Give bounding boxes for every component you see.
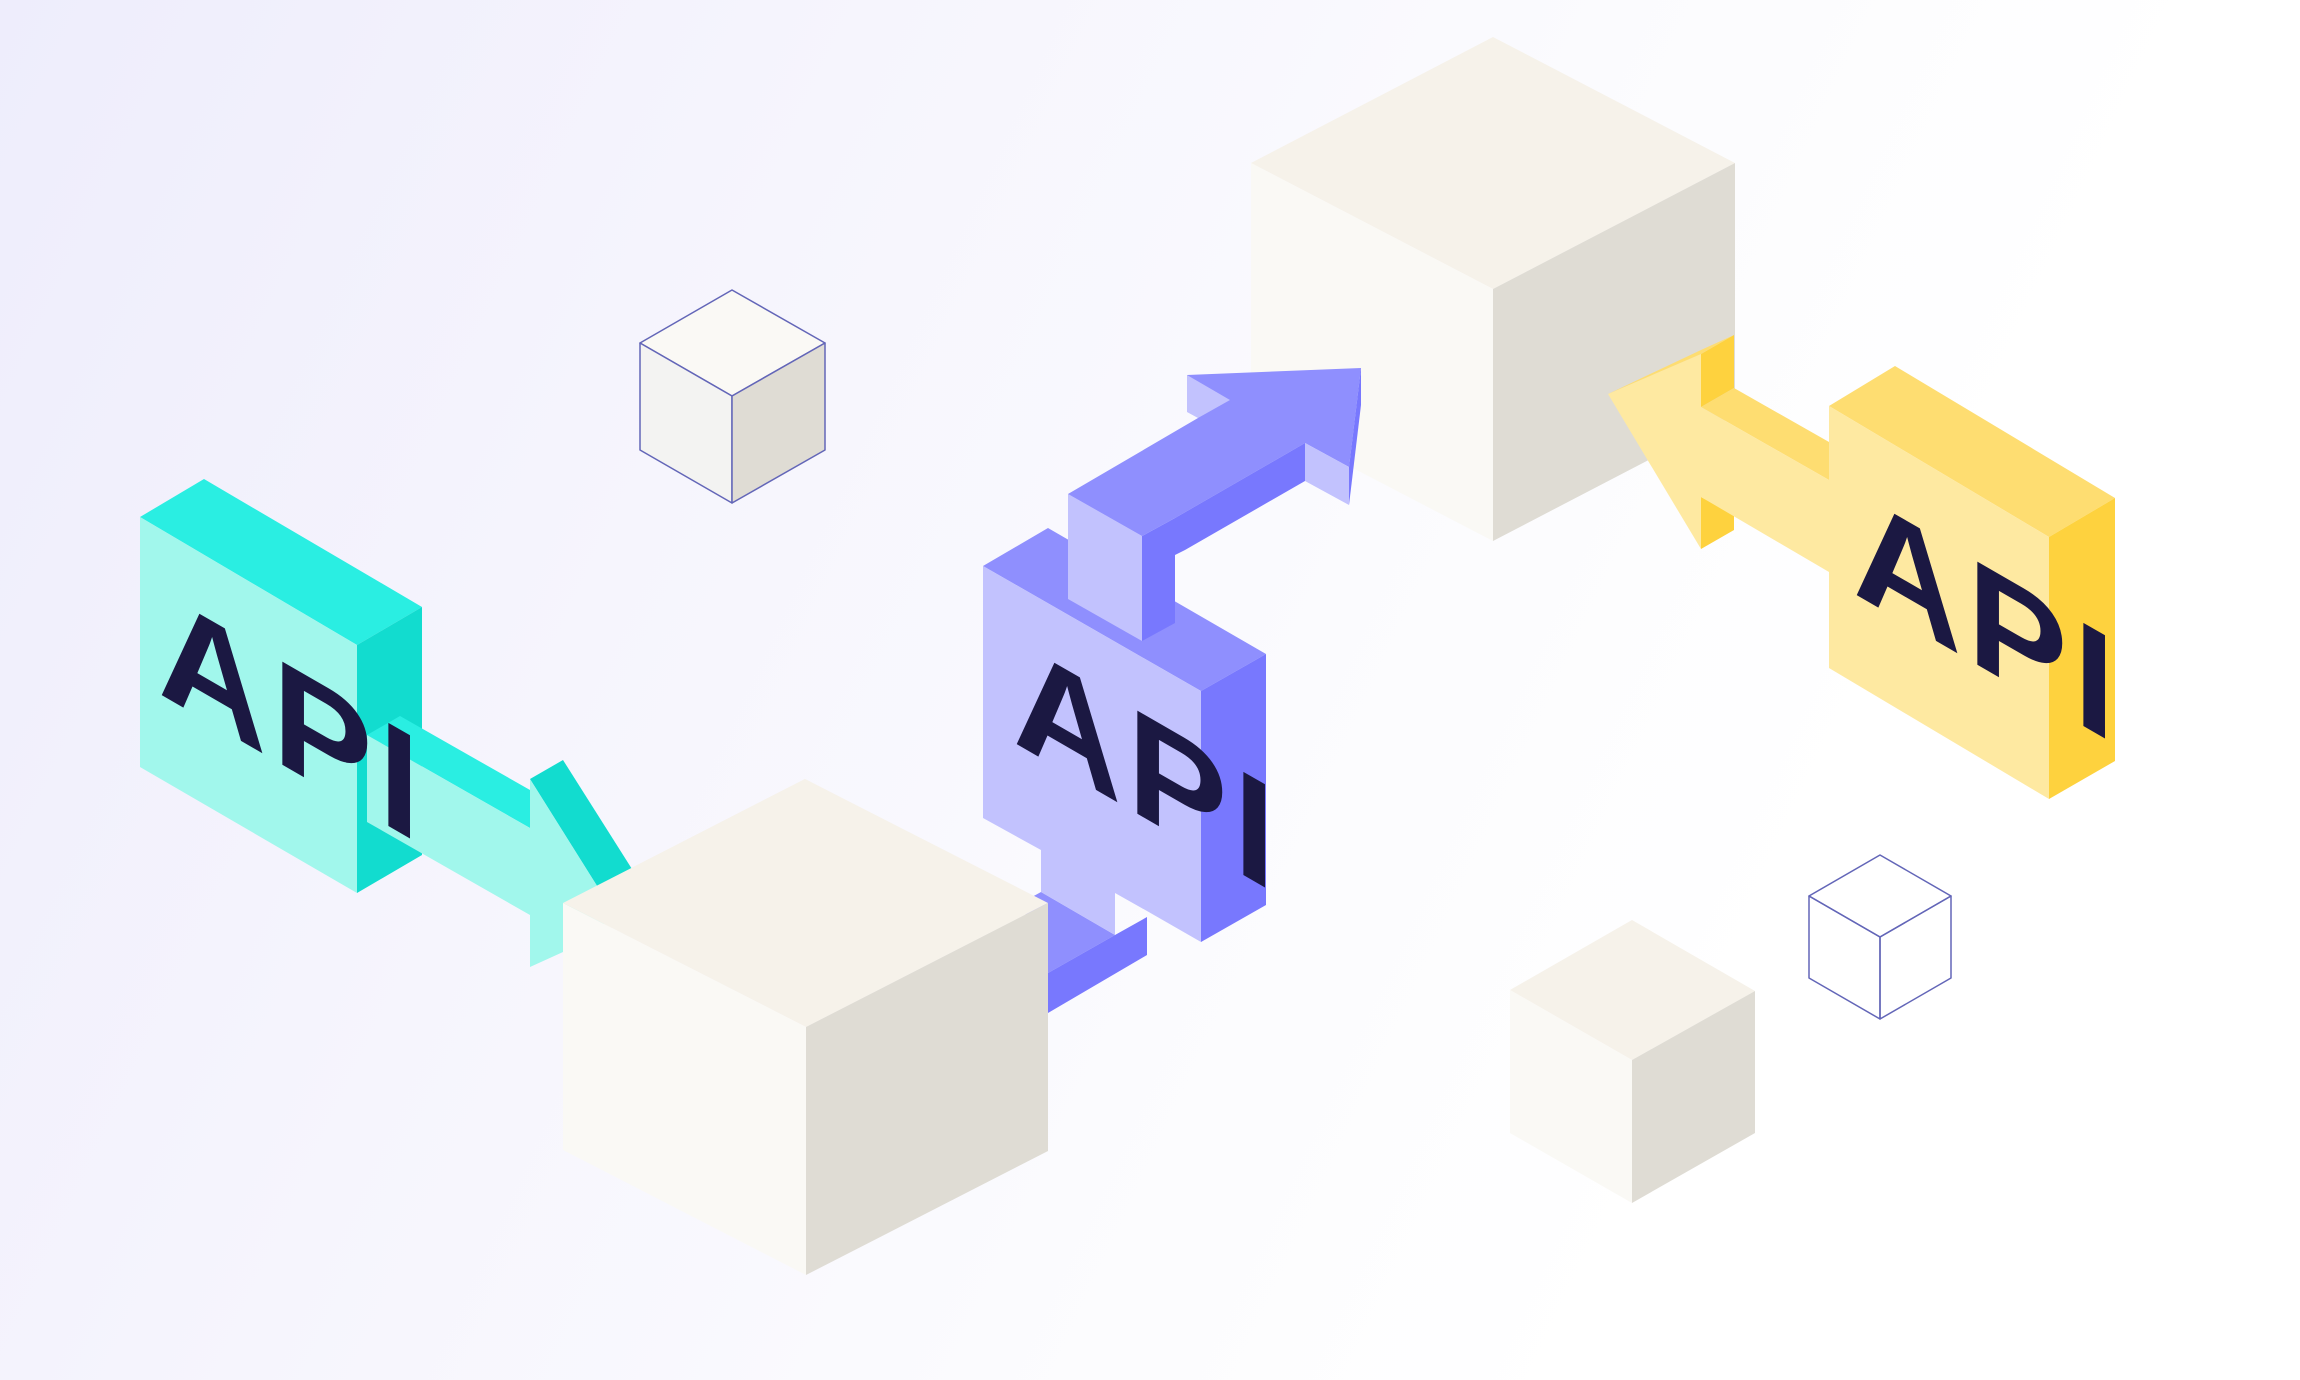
outlined-cube-bottom-right	[1808, 854, 1952, 1020]
purple-riser-side	[1142, 518, 1175, 641]
api-block-yellow: API	[1608, 335, 2121, 799]
small-cube-bottom-right	[1510, 920, 1755, 1203]
cube-overlap-fix-top	[563, 779, 830, 928]
cube-overlap-fix	[563, 903, 612, 1000]
large-cube-bottom-left	[563, 779, 1048, 1275]
large-cube-top-right	[1251, 37, 1735, 541]
api-block-teal: API	[140, 479, 637, 967]
outlined-cube-top-left	[639, 289, 826, 504]
purple-connector-side	[1048, 917, 1147, 1013]
purple-riser-front	[1068, 494, 1142, 641]
